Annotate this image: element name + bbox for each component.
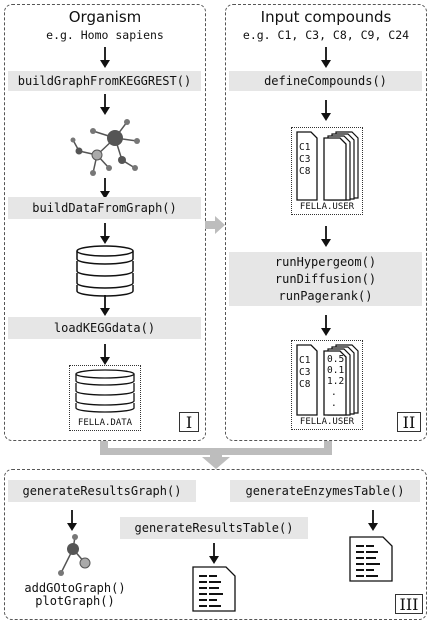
panel-input-subtitle: e.g. C1, C3, C8, C9, C24 (242, 28, 410, 42)
arrow-icon (100, 295, 110, 316)
score-item: . (331, 387, 337, 398)
compound-item: C1 (299, 142, 311, 153)
method-diffusion: runDiffusion() (274, 272, 377, 286)
method-hypergeom: runHypergeom() (274, 255, 377, 269)
analysis-methods-step: runHypergeom() runDiffusion() runPageran… (229, 252, 422, 306)
merge-arrow-icon (100, 441, 332, 469)
method-pagerank: runPagerank() (278, 289, 373, 303)
arrow-icon (321, 100, 331, 121)
score-item: 0.1 (327, 365, 345, 376)
result-graph-icon (58, 534, 91, 576)
arrow-icon (67, 510, 77, 531)
score-item: . (331, 398, 337, 409)
fella-user-label: FELLA.USER (299, 202, 355, 212)
define-compounds-step: defineCompounds() (229, 71, 422, 91)
compound-item: C8 (299, 166, 311, 177)
score-list: 0.5 0.1 1.2 . . (327, 354, 344, 409)
document-icon (296, 131, 318, 201)
plot-graph-step: plotGraph() (35, 594, 115, 608)
load-kegg-step: loadKEGGdata() (8, 317, 201, 339)
build-data-step: buildDataFromGraph() (8, 197, 201, 219)
panel-results: generateResultsGraph() generateEnzymesTa… (4, 469, 427, 620)
generate-results-graph-step: generateResultsGraph() (8, 480, 196, 502)
fella-data-box: FELLA.DATA (69, 365, 141, 431)
results-table-icon (192, 566, 236, 612)
kegg-graph-icon (70, 119, 140, 176)
compound-item: C3 (299, 367, 311, 378)
arrow-icon (100, 344, 110, 365)
graph-post-step: addGOtoGraph() plotGraph() (15, 582, 135, 608)
panel-organism-title: Organism (68, 8, 142, 26)
arrow-icon (321, 47, 331, 68)
compound-item: C1 (299, 355, 311, 366)
fella-user-scored-box: C1 C3 C8 0.5 0.1 1.2 . . FELLA.USER (291, 340, 363, 430)
stacked-documents-icon (323, 344, 359, 416)
arrow-icon (321, 226, 331, 247)
add-go-step: addGOtoGraph() (24, 581, 126, 595)
compound-list: C1 C3 C8 (299, 142, 310, 178)
panel-input-title: Input compounds (260, 8, 392, 26)
score-item: 0.5 (327, 354, 345, 365)
flow-arrow-icon (205, 216, 225, 234)
arrow-icon (100, 223, 110, 244)
generate-enzymes-table-step: generateEnzymesTable() (230, 480, 420, 502)
arrow-icon (100, 178, 110, 199)
arrow-icon (209, 543, 219, 564)
document-icon (296, 344, 318, 416)
enzymes-table-icon (349, 536, 393, 582)
fella-user-box: C1 C3 C8 FELLA.USER (291, 127, 363, 215)
arrow-icon (100, 94, 110, 115)
database-icon (76, 245, 134, 297)
arrow-icon (368, 510, 378, 531)
panel-numeral-1: I (179, 412, 199, 432)
generate-results-table-step: generateResultsTable() (120, 517, 308, 539)
stacked-documents-icon (323, 131, 359, 201)
panel-numeral-2: II (397, 412, 421, 432)
panel-numeral-3: III (395, 594, 423, 614)
panel-input-compounds: Input compounds e.g. C1, C3, C8, C9, C24… (225, 4, 427, 441)
database-icon (75, 369, 135, 413)
fella-data-label: FELLA.DATA (77, 418, 133, 428)
arrow-icon (100, 47, 110, 68)
arrow-icon (321, 315, 331, 336)
fella-user-label: FELLA.USER (299, 417, 355, 427)
compound-item: C3 (299, 154, 311, 165)
panel-organism-subtitle: e.g. Homo sapiens (46, 28, 164, 42)
build-graph-step: buildGraphFromKEGGREST() (8, 71, 201, 91)
score-item: 1.2 (327, 376, 345, 387)
compound-list: C1 C3 C8 (299, 355, 310, 391)
compound-item: C8 (299, 379, 311, 390)
panel-organism: Organism e.g. Homo sapiens buildGraphFro… (4, 4, 206, 441)
